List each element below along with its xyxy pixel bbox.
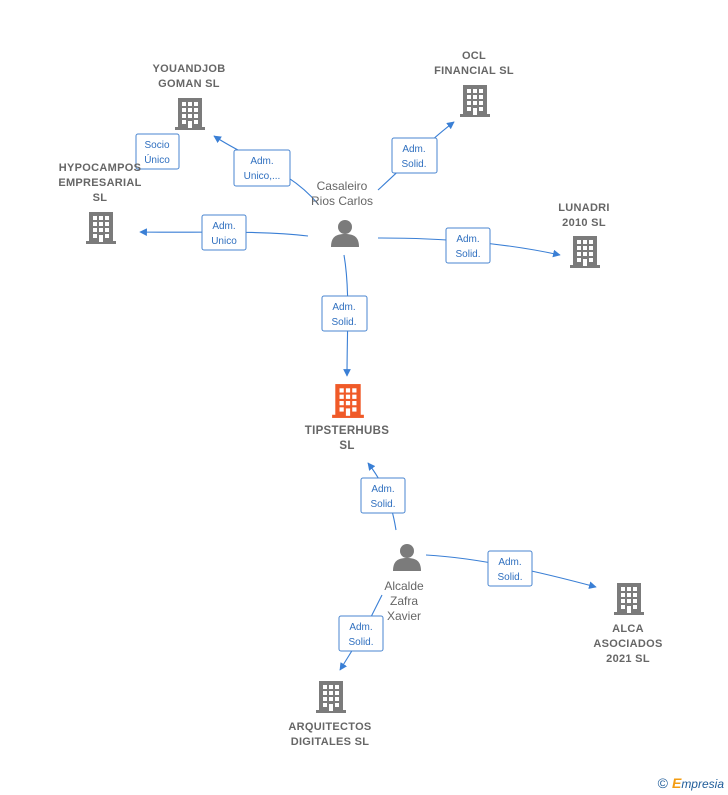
node-youandjob[interactable]: YOUANDJOB GOMAN SL	[153, 63, 226, 130]
node-alcalde[interactable]: Alcalde Zafra Xavier	[384, 544, 424, 623]
edge-label-e4: Adm. Unico	[201, 214, 247, 251]
node-alca-line1: ALCA	[612, 623, 644, 635]
edge-label-e3-line1: Adm.	[402, 144, 425, 155]
brand-initial: E	[671, 775, 682, 791]
building-icon	[316, 681, 346, 713]
node-ocl[interactable]: OCL FINANCIAL SL	[434, 50, 514, 117]
node-alcalde-line1: Alcalde	[384, 579, 424, 593]
node-casaleiro-line2: Rios Carlos	[311, 194, 373, 208]
person-icon	[393, 544, 421, 571]
building-icon	[570, 236, 600, 268]
node-ocl-line2: FINANCIAL SL	[434, 65, 514, 77]
node-lunadri-line2: 2010 SL	[562, 217, 606, 229]
node-alca[interactable]: ALCA ASOCIADOS 2021 SL	[593, 583, 662, 665]
edge-label-e7-line2: Solid.	[370, 499, 395, 510]
node-casaleiro[interactable]: Casaleiro Rios Carlos	[311, 179, 373, 247]
node-lunadri-line1: LUNADRI	[558, 202, 610, 214]
edge-label-e1-line1: Adm.	[250, 156, 273, 167]
node-tipsterhubs[interactable]: TIPSTERHUBS SL	[305, 384, 389, 452]
edge-label-e4-line1: Adm.	[212, 221, 235, 232]
edge-label-e7: Adm. Solid.	[360, 477, 406, 514]
edge-label-e8-line1: Adm.	[498, 557, 521, 568]
node-hypocampos-line3: SL	[93, 192, 108, 204]
edge-label-e8-line2: Solid.	[497, 572, 522, 583]
node-hypocampos[interactable]: HYPOCAMPOS EMPRESARIAL SL	[58, 162, 141, 244]
edge-label-e6-line1: Adm.	[332, 302, 355, 313]
node-youandjob-line2: GOMAN SL	[158, 78, 220, 90]
edge-label-e5-line1: Adm.	[456, 234, 479, 245]
node-alcalde-line3: Xavier	[387, 609, 421, 623]
edge-label-e2: Socio Único	[135, 133, 180, 170]
building-icon	[86, 212, 116, 244]
node-youandjob-line1: YOUANDJOB	[153, 63, 226, 75]
building-icon	[614, 583, 644, 615]
node-lunadri[interactable]: LUNADRI 2010 SL	[558, 202, 610, 268]
edge-label-e6-line2: Solid.	[331, 317, 356, 328]
copyright-icon: ©	[657, 775, 668, 791]
node-ocl-line1: OCL	[462, 50, 486, 62]
node-tipsterhubs-line2: SL	[339, 440, 354, 452]
edge-label-e5-line2: Solid.	[455, 249, 480, 260]
edge-label-e6: Adm. Solid.	[321, 295, 368, 332]
edge-label-e2-line1: Socio	[144, 140, 169, 151]
edge-label-e3-line2: Solid.	[401, 159, 426, 170]
edge-label-e9: Adm. Solid.	[338, 615, 384, 652]
building-icon	[460, 85, 490, 117]
node-arquitectos[interactable]: ARQUITECTOS DIGITALES SL	[288, 681, 371, 748]
node-arquitectos-line1: ARQUITECTOS	[288, 721, 371, 733]
node-casaleiro-line1: Casaleiro	[317, 179, 368, 193]
footer-brand[interactable]: © Empresia	[658, 775, 724, 791]
node-arquitectos-line2: DIGITALES SL	[291, 736, 370, 748]
edge-label-e1-line2: Unico,...	[244, 171, 281, 182]
brand-logo: Empresia	[672, 775, 724, 791]
node-alca-line2: ASOCIADOS	[593, 638, 662, 650]
edge-label-e3: Adm. Solid.	[391, 137, 438, 174]
edge-label-e4-line2: Unico	[211, 236, 237, 247]
person-icon	[331, 220, 359, 247]
edge-label-e1: Adm. Unico,...	[233, 149, 291, 187]
building-icon	[332, 384, 364, 418]
building-icon	[175, 98, 205, 130]
node-tipsterhubs-line1: TIPSTERHUBS	[305, 425, 389, 437]
edge-label-e8: Adm. Solid.	[487, 550, 533, 587]
edge-label-e9-line2: Solid.	[348, 637, 373, 648]
edge-label-e9-line1: Adm.	[349, 622, 372, 633]
edge-label-e2-line2: Único	[144, 153, 170, 166]
edge-label-e7-line1: Adm.	[371, 484, 394, 495]
brand-name: mpresia	[681, 777, 724, 791]
edge-label-e5: Adm. Solid.	[445, 227, 491, 264]
node-hypocampos-line1: HYPOCAMPOS	[59, 162, 141, 174]
node-hypocampos-line2: EMPRESARIAL	[58, 177, 141, 189]
node-alca-line3: 2021 SL	[606, 653, 650, 665]
node-alcalde-line2: Zafra	[390, 594, 418, 608]
